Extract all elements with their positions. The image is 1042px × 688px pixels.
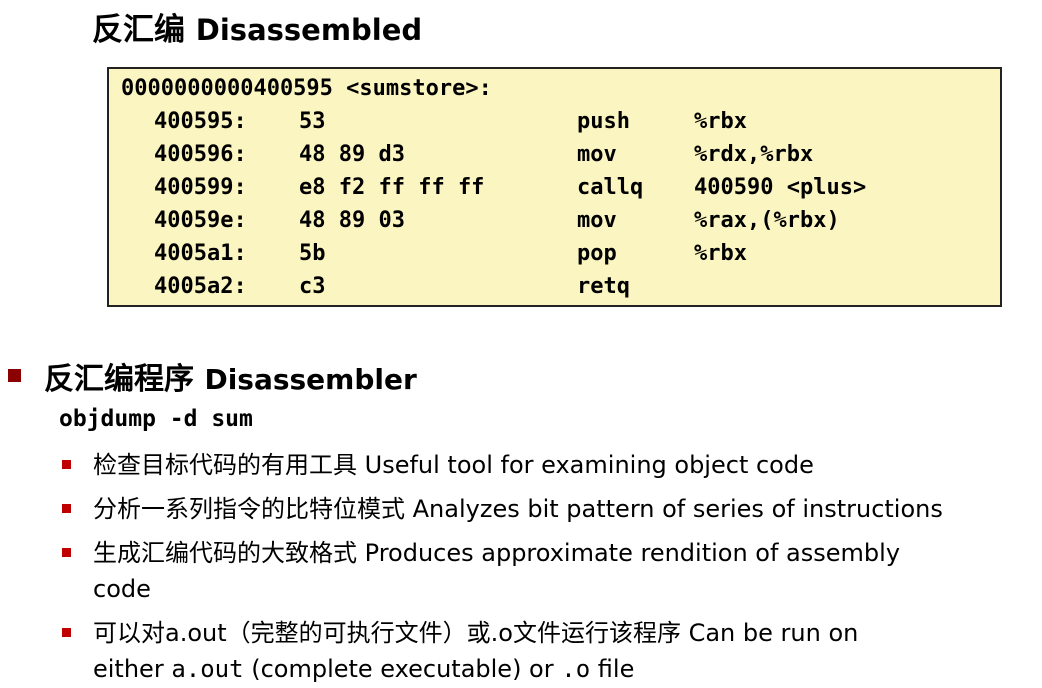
bullet-item: 可以对a.out（完整的可执行文件）或.o文件运行该程序 Can be run … — [93, 615, 858, 687]
sub-bullet-icon — [62, 628, 71, 637]
code-mnemonic: pop — [577, 241, 617, 266]
bullet-en: Can be run on — [688, 619, 859, 647]
bullet-item: 分析一系列指令的比特位模式 Analyzes bit pattern of se… — [93, 491, 943, 527]
section-title-en: Disassembler — [204, 363, 417, 396]
bullet-zh: 检查目标代码的有用工具 — [93, 451, 357, 479]
disassembly-code-box: 0000000000400595 <sumstore>: 400595: 53 … — [107, 67, 1002, 307]
code-operands: %rbx — [694, 241, 747, 266]
code-aout: a.out — [171, 655, 244, 683]
page-title-en: Disassembled — [195, 13, 423, 47]
code-bytes: c3 — [299, 274, 326, 299]
bullet-en-continued: code — [93, 575, 151, 603]
bullet-item: 生成汇编代码的大致格式 Produces approximate renditi… — [93, 535, 900, 607]
bullet-en: Analyzes bit pattern of series of instru… — [412, 495, 943, 523]
bullet-zh: 可以对a.out（完整的可执行文件）或.o文件运行该程序 — [93, 619, 681, 647]
code-bytes: 48 89 d3 — [299, 142, 405, 167]
bullet-zh: 分析一系列指令的比特位模式 — [93, 495, 405, 523]
code-bytes: 53 — [299, 109, 326, 134]
code-address: 400599: — [154, 175, 247, 200]
bullet-en-continued: either a.out (complete executable) or .o… — [93, 651, 858, 687]
code-row: 400595: 53 push %rbx — [109, 109, 1000, 139]
code-row: 400596: 48 89 d3 mov %rdx,%rbx — [109, 142, 1000, 172]
code-mnemonic: callq — [577, 175, 644, 200]
bullet-text-part: (complete executable) or — [243, 655, 562, 683]
sub-bullet-icon — [62, 504, 71, 513]
code-row: 4005a1: 5b pop %rbx — [109, 241, 1000, 271]
code-header: 0000000000400595 <sumstore>: — [121, 76, 492, 101]
code-mnemonic: mov — [577, 142, 617, 167]
code-row: 40059e: 48 89 03 mov %rax,(%rbx) — [109, 208, 1000, 238]
bullet-text-part: either — [93, 655, 172, 683]
sub-bullet-icon — [62, 548, 71, 557]
code-address: 400595: — [154, 109, 247, 134]
code-address: 4005a1: — [154, 241, 247, 266]
code-address: 400596: — [154, 142, 247, 167]
page-title: 反汇编 Disassembled — [92, 4, 422, 49]
code-bytes: e8 f2 ff ff ff — [299, 175, 485, 200]
code-mnemonic: mov — [577, 208, 617, 233]
code-operands: %rbx — [694, 109, 747, 134]
page-title-zh: 反汇编 — [92, 12, 185, 48]
code-operands: 400590 <plus> — [694, 175, 867, 200]
code-bytes: 48 89 03 — [299, 208, 405, 233]
code-operands: %rax,(%rbx) — [694, 208, 840, 233]
code-o: .o — [561, 655, 591, 683]
bullet-en: Useful tool for examining object code — [364, 451, 814, 479]
section-title-zh: 反汇编程序 — [44, 362, 194, 397]
bullet-zh: 生成汇编代码的大致格式 — [93, 539, 357, 567]
sub-bullet-icon — [62, 460, 71, 469]
bullet-item: 检查目标代码的有用工具 Useful tool for examining ob… — [93, 447, 814, 483]
code-address: 4005a2: — [154, 274, 247, 299]
code-mnemonic: retq — [577, 274, 630, 299]
code-address: 40059e: — [154, 208, 247, 233]
section-bullet-icon — [8, 369, 21, 382]
code-row: 400599: e8 f2 ff ff ff callq 400590 <plu… — [109, 175, 1000, 205]
objdump-command: objdump -d sum — [59, 406, 253, 432]
code-row: 4005a2: c3 retq — [109, 274, 1000, 304]
section-title: 反汇编程序 Disassembler — [44, 354, 417, 398]
code-mnemonic: push — [577, 109, 630, 134]
bullet-en: Produces approximate rendition of assemb… — [364, 539, 901, 567]
bullet-text-part: file — [590, 655, 635, 683]
code-operands: %rdx,%rbx — [694, 142, 814, 167]
code-bytes: 5b — [299, 241, 326, 266]
